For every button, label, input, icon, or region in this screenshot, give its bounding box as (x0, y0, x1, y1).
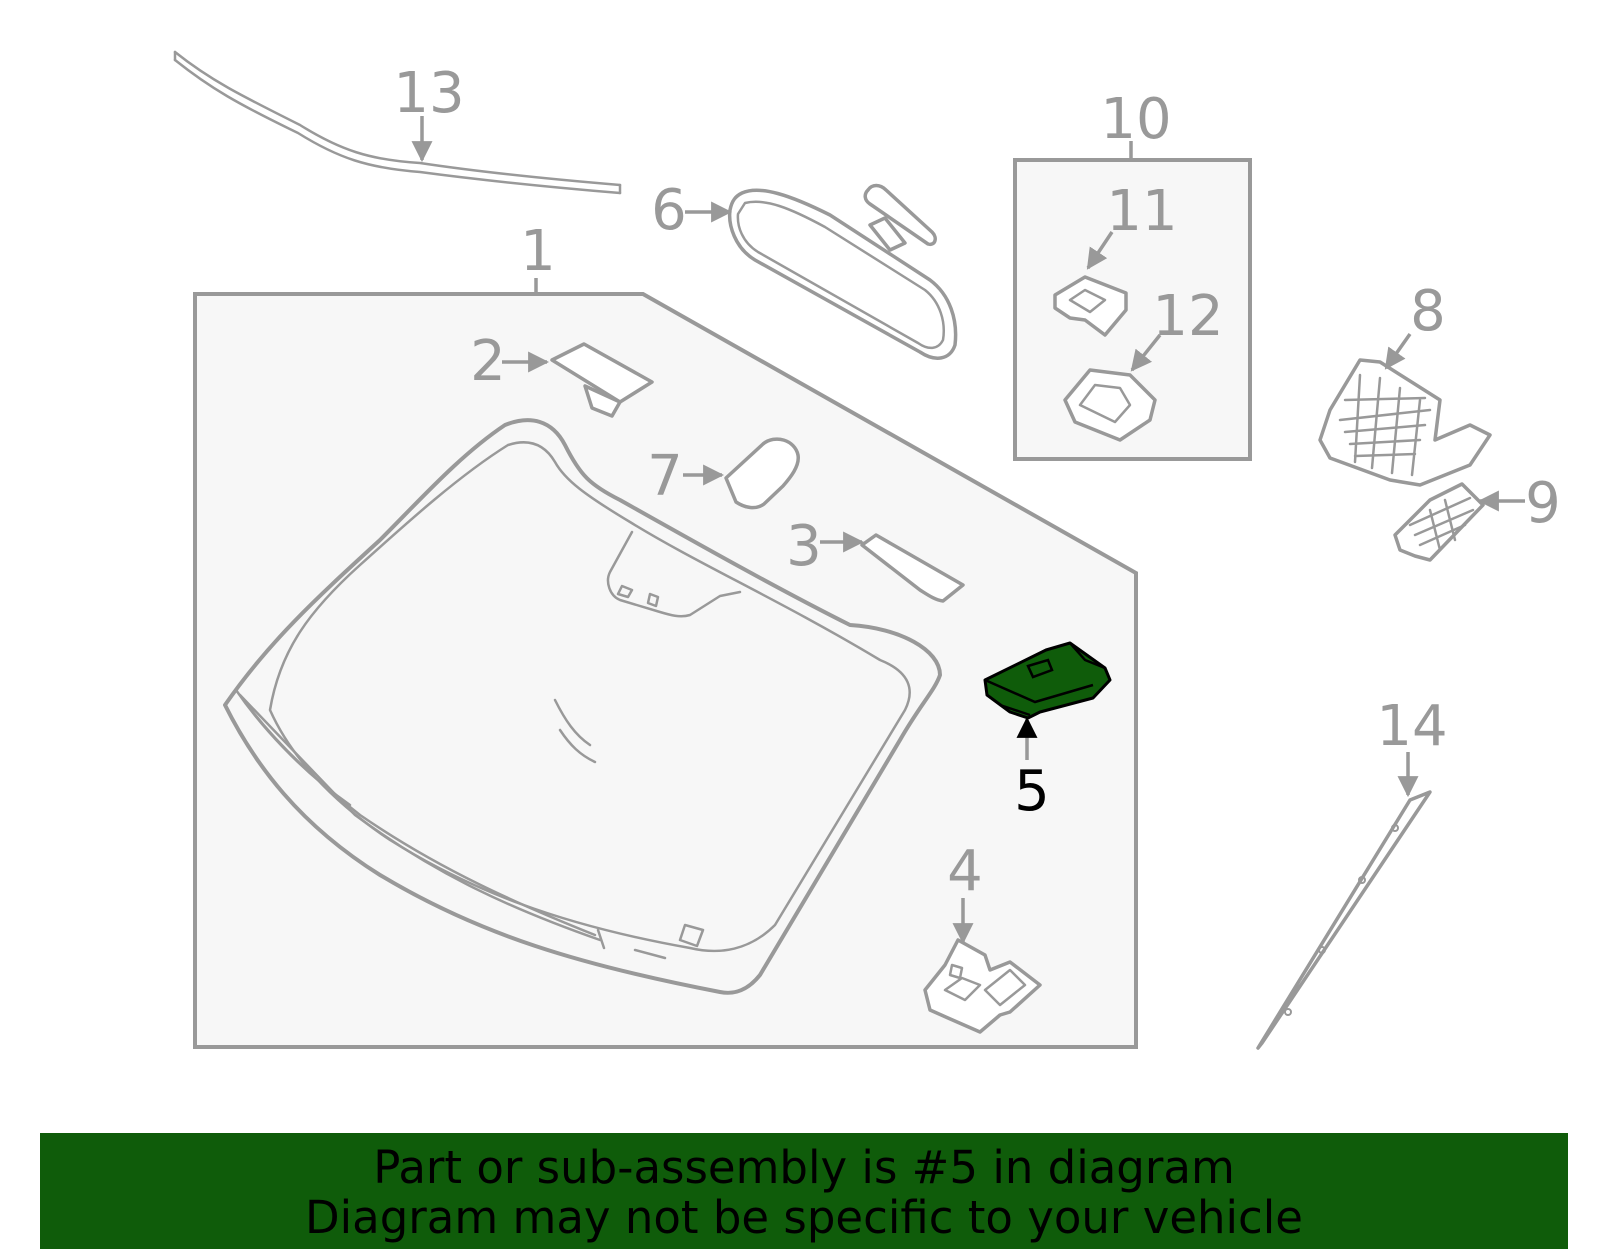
part-3-trim (860, 533, 965, 603)
callout-2: 2 (470, 329, 506, 394)
banner-line-1: Part or sub-assembly is #5 in diagram (373, 1141, 1235, 1194)
callout-3: 3 (786, 514, 822, 579)
part-4-bracket (923, 938, 1042, 1034)
part-8-tray (1318, 358, 1492, 487)
part-14-strip (1256, 790, 1432, 1050)
callout-10: 10 (1100, 87, 1171, 152)
part-5-highlighted (983, 641, 1112, 720)
windshield-glass (223, 418, 942, 995)
part-9-pad (1393, 482, 1485, 562)
part-11-clip (1053, 275, 1128, 337)
callout-12: 12 (1152, 284, 1223, 349)
callout-1: 1 (520, 219, 556, 284)
callout-4: 4 (947, 839, 983, 904)
part-2-cover (550, 342, 654, 418)
callout-9: 9 (1525, 471, 1561, 536)
leader-11 (1086, 231, 1114, 270)
callout-6: 6 (651, 178, 687, 243)
callout-14: 14 (1376, 694, 1447, 759)
part-12-clip (1063, 368, 1157, 442)
windshield-group-panel (193, 292, 1138, 1049)
part-6-mirror (727, 183, 958, 360)
part-13-molding (173, 50, 622, 195)
info-banner: Part or sub-assembly is #5 in diagram Di… (40, 1133, 1568, 1249)
leader-12 (1130, 333, 1162, 372)
leader-8 (1384, 332, 1412, 370)
callout-8: 8 (1410, 279, 1446, 344)
callout-13: 13 (393, 61, 464, 126)
callout-5: 5 (1014, 759, 1050, 824)
callout-7: 7 (647, 444, 683, 509)
callout-11: 11 (1106, 179, 1177, 244)
banner-line-2: Diagram may not be specific to your vehi… (305, 1191, 1303, 1244)
part-7-cover (724, 437, 800, 510)
